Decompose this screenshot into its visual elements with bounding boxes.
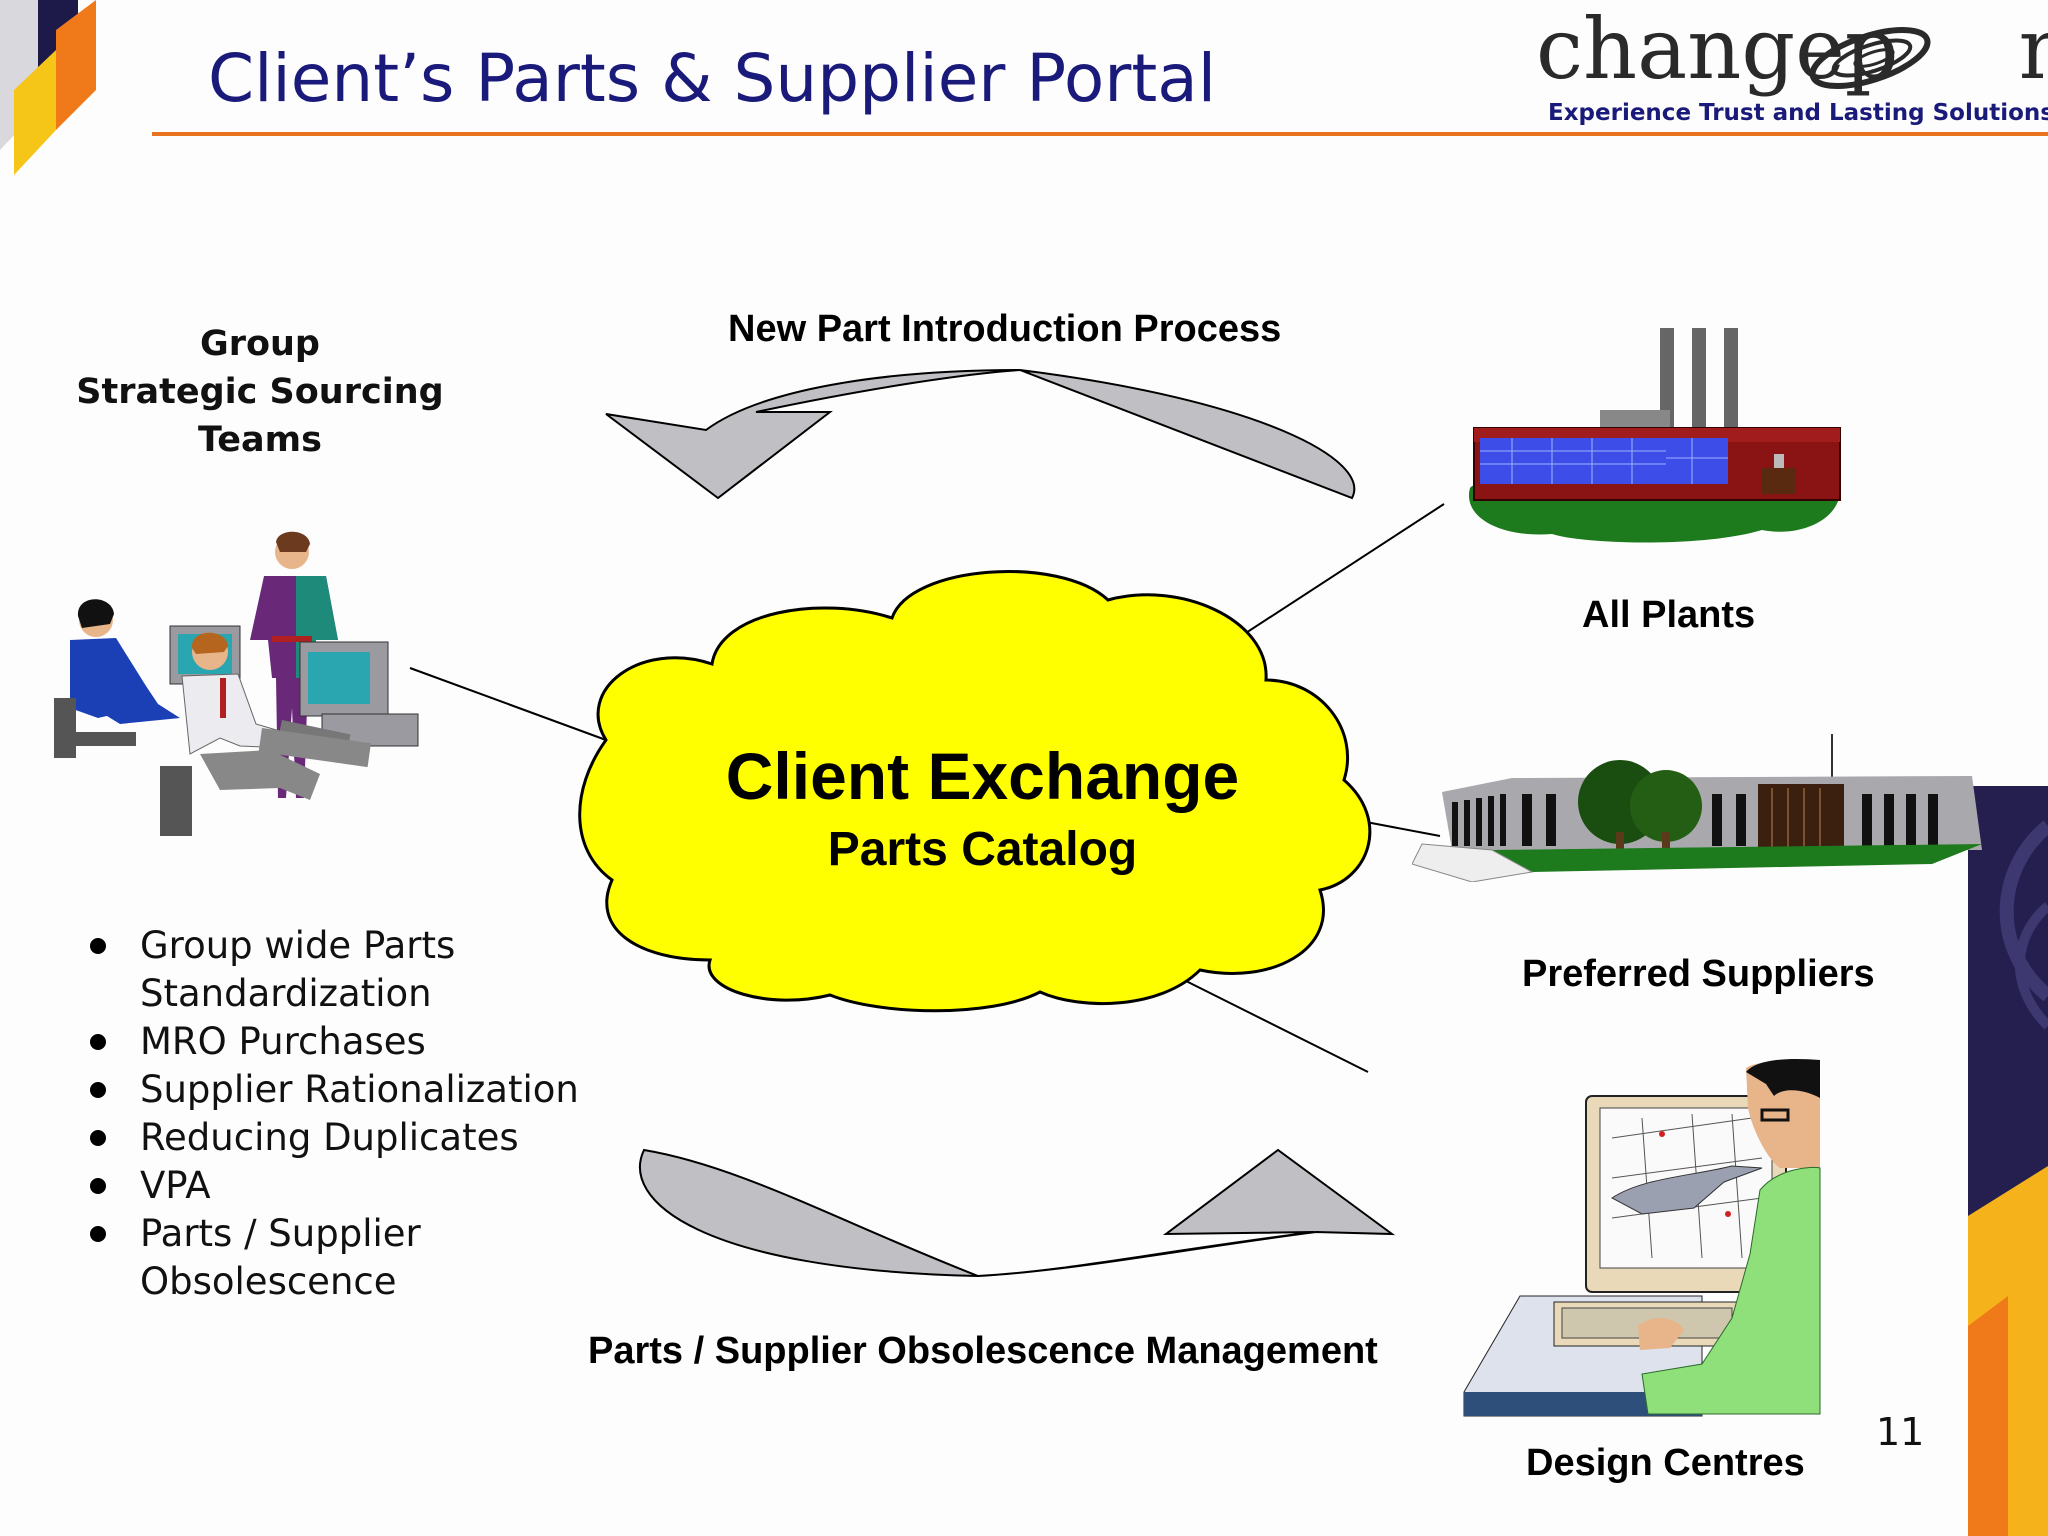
benefit-item: MRO Purchases — [88, 1018, 660, 1066]
benefit-item: Supplier Rationalization — [88, 1066, 660, 1114]
flow-label-top: New Part Introduction Process — [728, 308, 1282, 350]
page-number: 11 — [1876, 1410, 1925, 1454]
teams-label-line: Strategic Sourcing — [76, 372, 444, 412]
connector-teams — [409, 667, 607, 741]
plants-label: All Plants — [1582, 594, 1756, 636]
teams-label: Group Strategic Sourcing Teams — [60, 320, 460, 464]
title-divider — [152, 132, 2048, 136]
brand-wordmark-right: nd — [2018, 0, 2048, 98]
slide-title: Client’s Parts & Supplier Portal — [208, 40, 1217, 117]
connector-plants — [1231, 503, 1445, 643]
suppliers-label: Preferred Suppliers — [1522, 953, 1875, 995]
teams-label-line: Teams — [198, 420, 322, 460]
connector-design — [1179, 977, 1369, 1073]
benefit-item: Group wide Parts Standardization — [88, 922, 660, 1018]
cad-engineer-icon — [1463, 1059, 1821, 1417]
benefit-item: Reducing Duplicates — [88, 1114, 660, 1162]
hub-subtitle: Parts Catalog — [827, 823, 1138, 876]
brand-edge-decoration — [1968, 786, 2048, 1536]
benefit-item: Parts / Supplier Obsolescence — [88, 1210, 660, 1306]
factory-icon — [1468, 328, 1841, 543]
flow-label-bottom: Parts / Supplier Obsolescence Management — [588, 1330, 1378, 1372]
office-building-icon — [1412, 734, 1982, 882]
brand-swirl-icon — [1809, 27, 1931, 89]
hub-title: Client Exchange — [725, 739, 1240, 813]
teams-label-line: Group — [199, 324, 320, 364]
office-workers-icon — [54, 531, 419, 836]
benefits-list: Group wide Parts Standardization MRO Pur… — [88, 922, 660, 1306]
brand-tagline: Experience Trust and Lasting Solutions — [1548, 100, 2048, 126]
design-label: Design Centres — [1526, 1442, 1805, 1484]
corner-logo-mark — [0, 0, 96, 175]
connector-suppliers — [1365, 821, 1441, 837]
benefit-item: VPA — [88, 1162, 660, 1210]
